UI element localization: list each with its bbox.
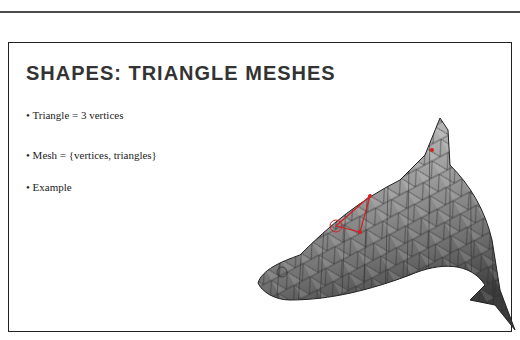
bullet-point: • Triangle = 3 vertices bbox=[26, 109, 123, 121]
top-rule bbox=[0, 11, 520, 13]
bullet-point: • Mesh = {vertices, triangles} bbox=[26, 149, 157, 161]
highlight-marks bbox=[330, 148, 434, 234]
slide-title: SHAPES: TRIANGLE MESHES bbox=[26, 62, 336, 85]
bullet-point: • Example bbox=[26, 181, 72, 193]
dolphin-mesh bbox=[230, 100, 520, 340]
